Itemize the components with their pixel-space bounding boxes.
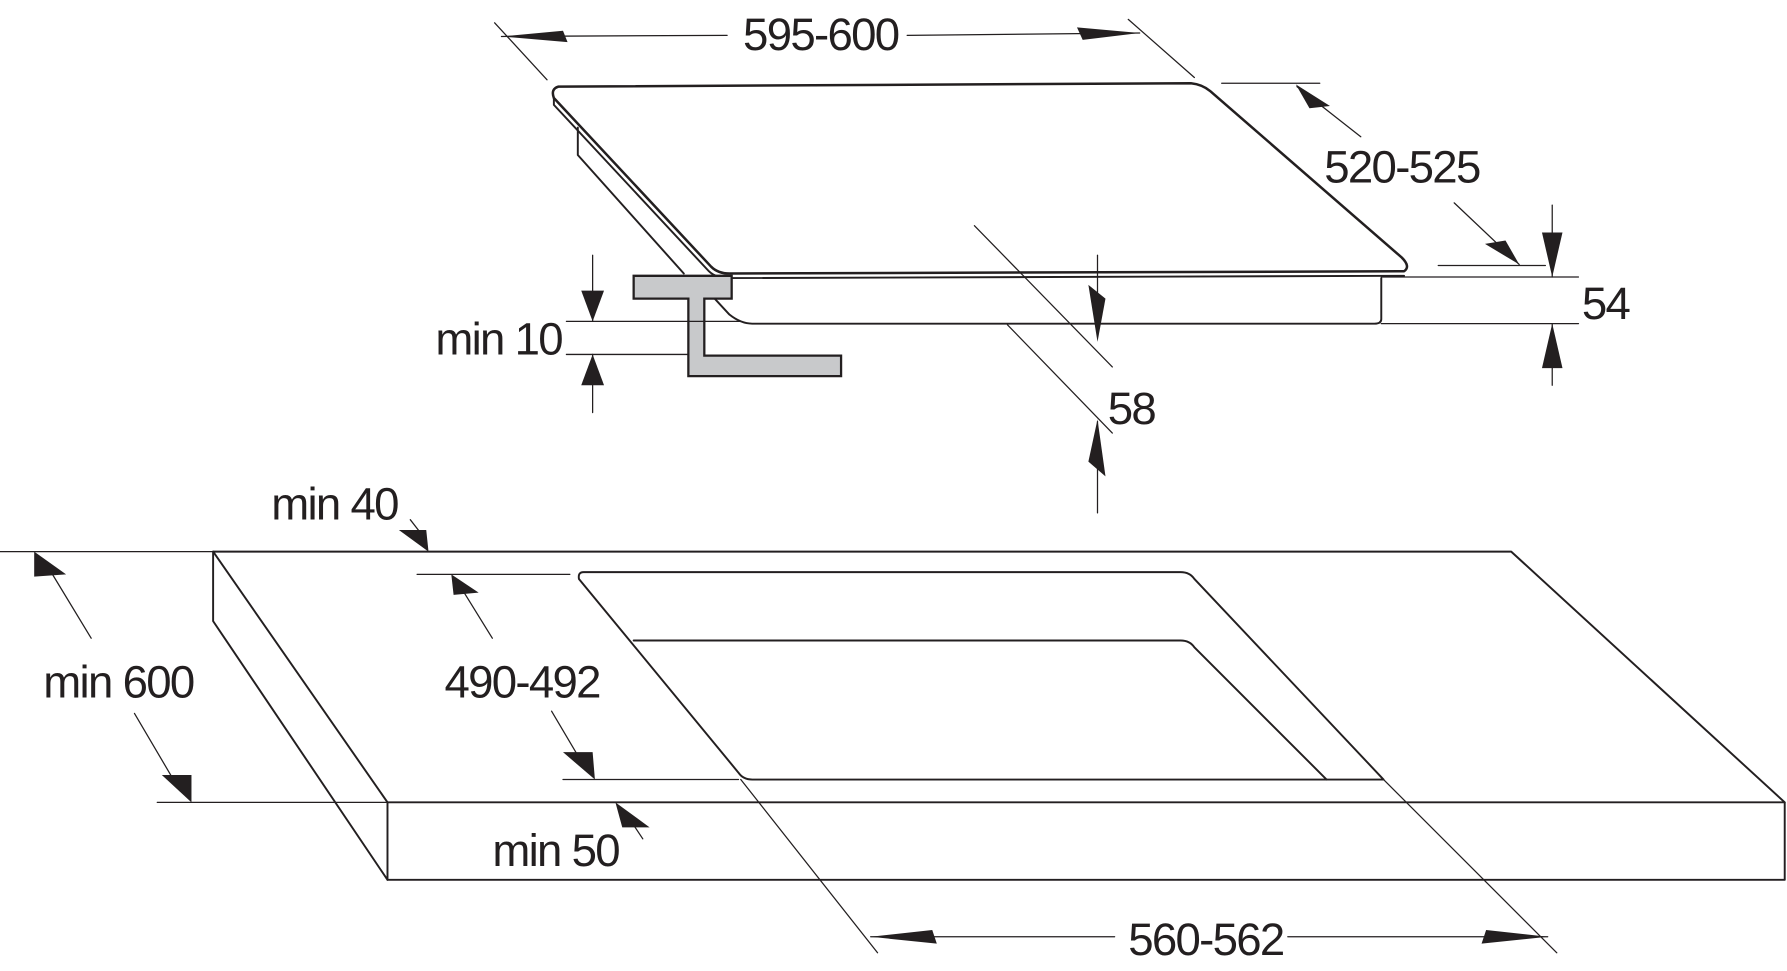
label-body-height: 58: [1108, 383, 1156, 434]
dimension-hob-depth: 520-525: [1221, 82, 1547, 267]
worktop: [212, 550, 1786, 881]
mounting-bracket: [632, 274, 843, 378]
label-front-margin: min 50: [492, 825, 619, 876]
label-clearance: min 10: [435, 313, 562, 364]
label-hob-depth: 520-525: [1324, 141, 1480, 192]
dimension-cutout-depth: 490-492: [444, 589, 740, 781]
dimension-hob-width: 595-600: [493, 9, 1195, 81]
label-cutout-width: 560-562: [1128, 914, 1284, 965]
dimension-worktop-depth: min 600: [0, 550, 389, 803]
label-hob-width: 595-600: [743, 9, 899, 60]
dimension-hob-height: 54: [1380, 204, 1632, 386]
label-worktop-depth: min 600: [43, 656, 194, 707]
dimension-rear-margin: min 40: [271, 479, 571, 595]
label-hob-height: 54: [1582, 278, 1631, 329]
label-cutout-depth: 490-492: [444, 656, 600, 707]
dimension-front-margin: min 50: [492, 802, 650, 876]
dimension-cutout-width: 560-562: [740, 778, 1558, 965]
dimension-clearance: min 10: [435, 254, 742, 414]
label-rear-margin: min 40: [271, 479, 398, 530]
dimension-body-height: 58: [973, 225, 1157, 514]
